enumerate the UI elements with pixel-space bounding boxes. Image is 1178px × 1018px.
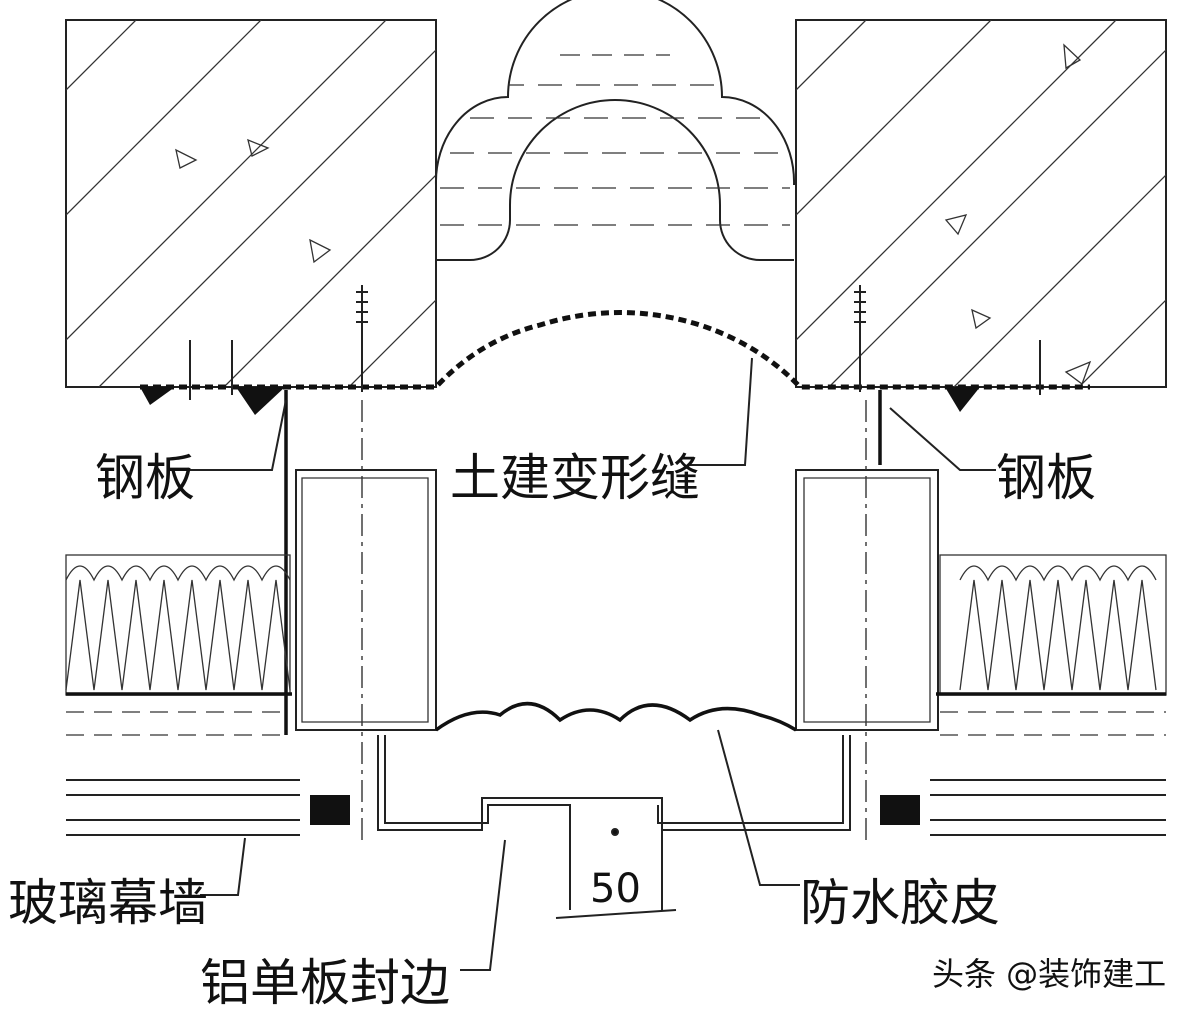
label-waterproof-rubber: 防水胶皮 [800, 874, 1000, 932]
left-concrete-wall [65, 19, 437, 388]
membrane-layers [66, 711, 1166, 736]
dimension-label: 50 [590, 866, 641, 912]
glass-gaskets [310, 795, 920, 825]
sealant-fillets [140, 387, 980, 415]
label-deformation-joint: 土建变形缝 [450, 449, 700, 507]
watermark: 头条 @装饰建工 [932, 955, 1166, 993]
steel-plate-brackets [284, 390, 882, 735]
right-insulation [939, 554, 1167, 696]
right-concrete-wall [795, 19, 1167, 388]
label-steel-plate-left: 钢板 [95, 449, 195, 507]
waterproof-rubber-membrane [434, 701, 797, 732]
left-insulation [65, 554, 291, 696]
left-aluminum-mullion [295, 400, 437, 840]
anchor-bolts [189, 285, 1041, 400]
right-aluminum-mullion [795, 400, 939, 840]
label-steel-plate-right: 钢板 [996, 449, 1096, 507]
label-aluminum-edge: 铝单板封边 [200, 954, 450, 1012]
leader-lines [180, 357, 996, 971]
glass-curtain-wall-panels [66, 779, 1166, 836]
foam-backer-rod [434, 0, 796, 261]
sealant-membrane-top [140, 310, 1090, 390]
label-glass-curtain-wall: 玻璃幕墙 [8, 874, 208, 932]
aluminum-edge-cover [377, 735, 851, 919]
